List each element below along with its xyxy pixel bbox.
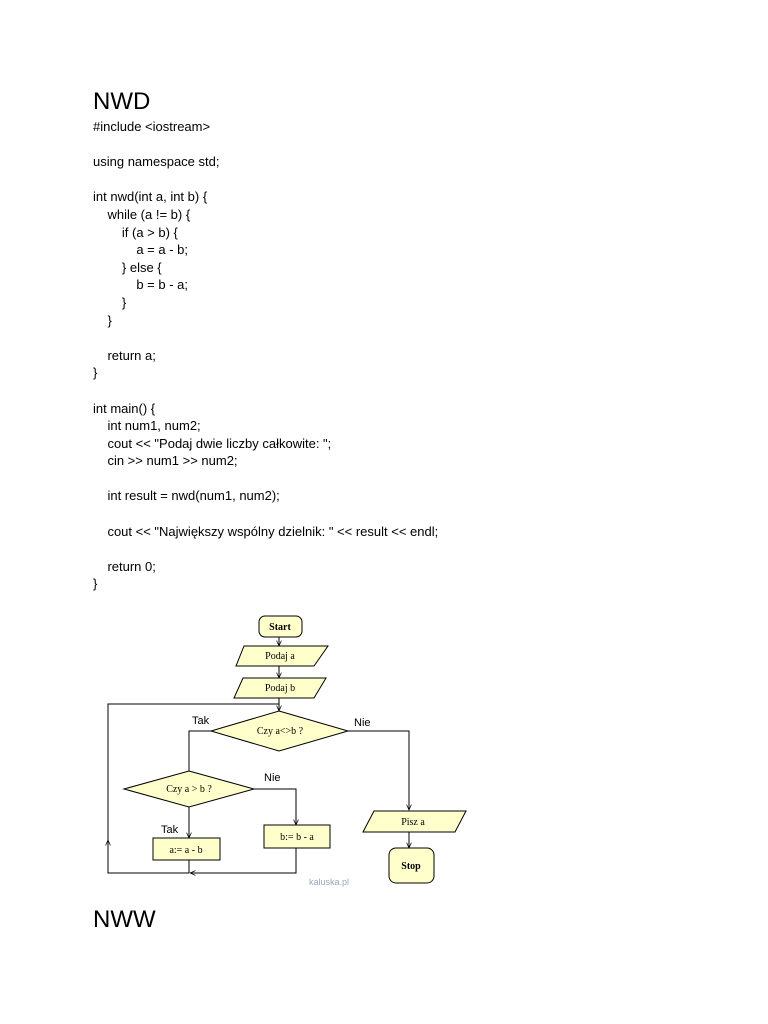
connector-assign-b-join (190, 848, 297, 873)
flow-decision-inner-diamond (122, 770, 256, 808)
flow-start-terminator (258, 615, 303, 638)
flow-decision-inner-label: Czy a > b ? (166, 784, 212, 795)
code-line: } (93, 294, 127, 310)
code-line: a = a - b; (93, 242, 189, 258)
code-line: #include <iostream> (93, 119, 211, 134)
code-line: return a; (93, 347, 156, 363)
flow-input-a-parallelogram (235, 645, 329, 667)
flow-assign-b-label: b:= b - a (280, 832, 314, 843)
code-line: return 0; (93, 558, 156, 574)
flow-input-b-label: Podaj b (265, 683, 295, 694)
code-line: cout << "Podaj dwie liczby całkowite: "; (93, 435, 332, 451)
flow-decision-main-diamond (209, 710, 350, 752)
code-line: } else { (93, 259, 162, 275)
flow-assign-a-label: a:= a - b (169, 845, 202, 856)
section-title-nwd: NWD (93, 88, 151, 115)
code-line: int main() { (93, 400, 156, 416)
code-line: int num1, num2; (93, 418, 201, 434)
code-line: if (a > b) { (93, 224, 178, 240)
code-line: using namespace std; (93, 154, 220, 170)
connector-decision-no (348, 730, 409, 810)
flowchart-connectors (108, 637, 409, 873)
flow-decision-main-label: Czy a<>b ? (257, 726, 304, 737)
code-line: int nwd(int a, int b) { (93, 189, 208, 205)
flow-assign-a-box (152, 837, 221, 861)
code-line: } (93, 312, 112, 328)
code-line: while (a != b) { (93, 206, 191, 222)
flow-stop-label: Stop (401, 861, 421, 872)
section-title-nww: NWW (93, 906, 156, 933)
connector-decision-yes (188, 730, 211, 771)
code-line: cin >> num1 >> num2; (93, 453, 238, 469)
flow-stop-terminator (388, 847, 435, 884)
flow-start-label: Start (269, 622, 291, 633)
connector-inner-no (254, 788, 296, 825)
connector-loop-back (107, 703, 279, 874)
code-listing: #include <iostream> using namespace std; i… (93, 118, 693, 593)
flow-assign-b-box (263, 824, 331, 849)
code-line: } (93, 365, 98, 381)
code-line: } (93, 576, 98, 592)
flow-yes-label-2: Tak (161, 824, 179, 836)
code-line: b = b - a; (93, 277, 189, 293)
code-line: cout << "Największy wspólny dzielnik: " … (93, 523, 439, 539)
flow-input-b-parallelogram (233, 677, 327, 699)
flow-input-a-label: Podaj a (265, 651, 295, 662)
flow-no-label-1: Nie (354, 717, 371, 729)
flow-no-label-2: Nie (264, 772, 281, 784)
flow-output-label: Pisz a (401, 817, 425, 828)
flowchart-watermark: kaluska.pl (309, 877, 349, 887)
code-line: int result = nwd(num1, num2); (93, 488, 280, 504)
flow-output-parallelogram (362, 810, 467, 833)
flow-yes-label-1: Tak (192, 715, 210, 727)
